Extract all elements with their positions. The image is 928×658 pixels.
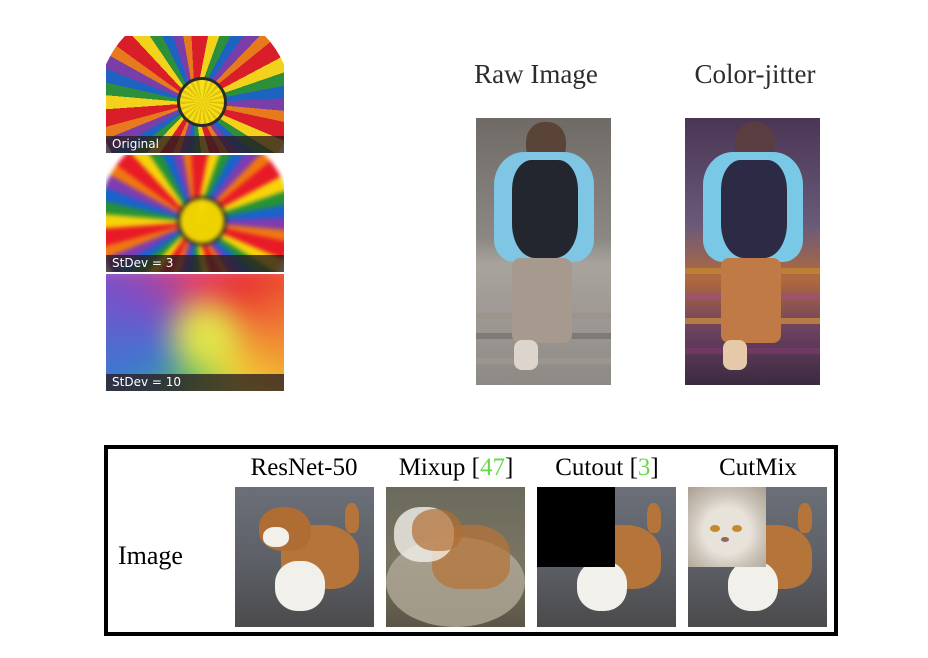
augmentation-table (104, 445, 838, 636)
caption-original: Original (112, 137, 159, 151)
balloon-hub (180, 80, 224, 124)
raw-image-title: Raw Image (474, 59, 598, 89)
row-label-image: Image (118, 541, 183, 570)
header-resnet50: ResNet-50 (229, 454, 379, 482)
header-mixup-cite[interactable]: 47 (479, 454, 505, 481)
header-cutout-close: ] (650, 454, 659, 481)
balloon-image-heavy-blur (106, 274, 284, 391)
color-jitter-title: Color-jitter (694, 59, 816, 89)
blur-panel-stdev3: StDev = 3 (106, 155, 284, 272)
caption-bar (106, 255, 284, 272)
resnet50-dog-image (235, 487, 374, 627)
cutmix-cat-patch (688, 487, 766, 567)
header-mixup: Mixup [47] (381, 454, 531, 482)
header-resnet50-text: ResNet-50 (250, 454, 358, 481)
caption-stdev10: StDev = 10 (112, 375, 181, 389)
blur-panel-original: Original (106, 36, 284, 153)
caption-stdev3: StDev = 3 (112, 256, 174, 270)
caption-bar (106, 136, 284, 153)
header-cutout: Cutout [3] (532, 454, 682, 482)
cutout-black-box (537, 487, 615, 567)
header-mixup-text: Mixup [ (398, 454, 480, 481)
caption-bar (106, 374, 284, 391)
header-cutmix: CutMix (683, 454, 833, 482)
cutmix-dog-image (688, 487, 827, 627)
blur-panel-stdev10: StDev = 10 (106, 274, 284, 391)
header-mixup-close: ] (504, 454, 514, 481)
jittered-person-image (685, 118, 820, 385)
header-cutmix-text: CutMix (719, 454, 797, 481)
mixup-dog-image (386, 487, 525, 627)
cutout-dog-image (537, 487, 676, 627)
header-cutout-text: Cutout [ (555, 454, 638, 481)
balloon-image-blurred (106, 155, 284, 272)
header-cutout-cite[interactable]: 3 (637, 454, 651, 481)
raw-person-image (476, 118, 611, 385)
